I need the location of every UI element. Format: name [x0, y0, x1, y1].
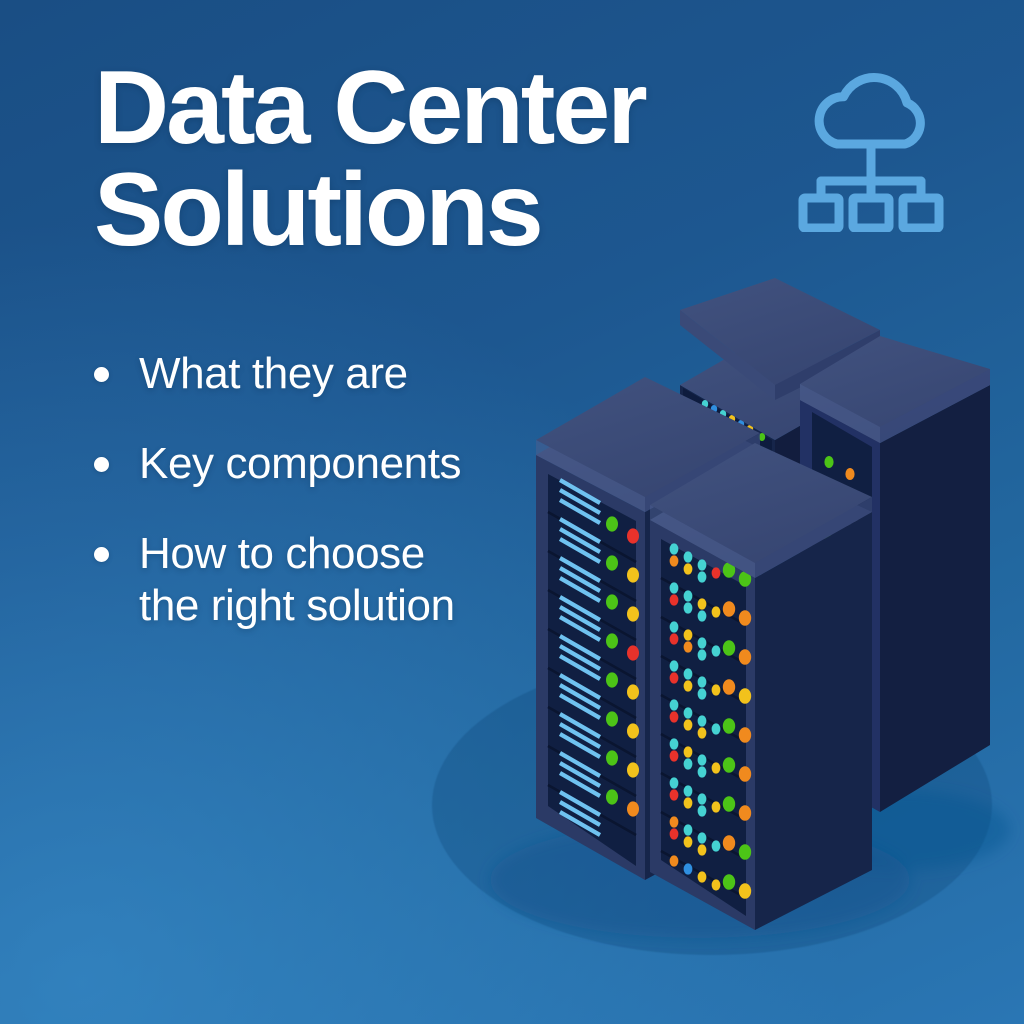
rack-left-front-rim-left [536, 440, 645, 512]
bullet-label: How to choose the right solution [139, 528, 455, 630]
rack-left-front-panel [548, 474, 636, 866]
rack-center-front [650, 443, 872, 930]
unit [669, 738, 752, 782]
rack-right-back-right-face [880, 385, 990, 812]
unit [558, 555, 639, 603]
list-item: What they are [94, 348, 564, 400]
list-item: Key components [94, 438, 564, 490]
rack-center-front-right-face [755, 512, 872, 930]
unit [558, 478, 602, 525]
unit [669, 816, 752, 860]
unit [558, 672, 639, 720]
unit [558, 516, 639, 564]
bullet-dot-icon [94, 367, 109, 382]
node-square-left [798, 193, 844, 233]
rack-left-front-units [547, 478, 639, 837]
cloud-network-icon [795, 62, 947, 233]
unit [558, 633, 639, 681]
rack-center-front-rim-right [755, 497, 872, 578]
unit [558, 750, 639, 798]
feature-bullet-list: What they are Key components How to choo… [94, 348, 564, 670]
rack-center-front-top-cap [650, 443, 872, 563]
unit [669, 582, 752, 626]
unit [669, 699, 752, 743]
rack-center-front-panel [661, 539, 746, 916]
unit [824, 456, 855, 480]
list-item: How to choose the right solution [94, 528, 564, 632]
cloud-shape [814, 73, 925, 149]
unit [669, 855, 752, 899]
rack-center-front-units [660, 543, 752, 900]
unit [669, 543, 752, 587]
unit [669, 621, 752, 665]
bullet-dot-icon [94, 546, 109, 562]
unit [558, 711, 639, 759]
rack-back-center-cap-right [775, 330, 880, 400]
bullet-label: What they are [139, 349, 408, 398]
rack-center-front-rim-left [650, 505, 755, 578]
unit [669, 777, 752, 821]
rack-right-back-rim-right [880, 369, 990, 443]
rack-back-center-cap-left [680, 310, 775, 400]
rack-back-center-cap-top [680, 278, 880, 385]
page-title: Data Center Solutions [94, 50, 648, 268]
rack-left-front-top-cap [536, 377, 760, 497]
rack-right-back-rim-left [800, 384, 880, 443]
node-square-center [848, 193, 894, 233]
unit [558, 789, 639, 837]
node-square-right [898, 193, 944, 233]
bullet-label: Key components [139, 438, 462, 488]
unit [669, 660, 752, 704]
bullet-dot-icon [94, 456, 109, 472]
unit [558, 594, 639, 642]
